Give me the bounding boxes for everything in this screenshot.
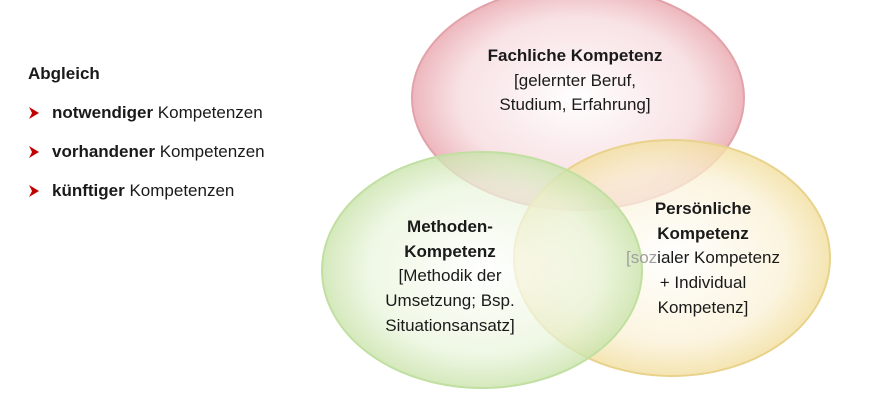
list-item-text: Kompetenzen: [153, 103, 263, 122]
list-item: notwendiger Kompetenzen: [28, 104, 328, 121]
arrow-bullet-icon: [29, 145, 39, 158]
methoden-title-line2: Kompetenz: [404, 241, 496, 261]
arrow-bullet-icon: [29, 184, 39, 197]
list-item: künftiger Kompetenzen: [28, 182, 328, 199]
circle-methoden: [321, 151, 643, 389]
persoenliche-line3: Kompetenz]: [657, 297, 749, 317]
label-fachliche: Fachliche Kompetenz [gelernter Beruf, St…: [445, 44, 705, 118]
fachliche-title: Fachliche Kompetenz: [487, 46, 663, 65]
persoenliche-line2: + Individual: [659, 272, 747, 292]
list-item-text: Kompetenzen: [124, 181, 235, 200]
persoenliche-title-line1: Persönliche: [654, 199, 752, 218]
persoenliche-line1: [sozialer Kompetenz: [588, 246, 818, 271]
methoden-title-line1: Methoden-: [407, 217, 493, 236]
persoenliche-title-line2: Kompetenz: [657, 223, 749, 243]
list-item-text: Kompetenzen: [154, 142, 265, 161]
methoden-line1: [Methodik der: [398, 266, 502, 286]
left-list: Abgleich notwendiger Kompetenzen vorhand…: [28, 64, 328, 221]
list-item-strong: künftiger: [52, 181, 125, 200]
fachliche-line1: [gelernter Beruf,: [514, 70, 636, 90]
persoenliche-line1-faded: [soz: [625, 248, 658, 268]
list-item: vorhandener Kompetenzen: [28, 143, 328, 160]
label-persoenliche: Persönliche Kompetenz [sozialer Kompeten…: [588, 197, 818, 320]
list-item-strong: notwendiger: [52, 103, 154, 122]
arrow-bullet-icon: [29, 106, 39, 119]
list-title: Abgleich: [28, 64, 100, 83]
fachliche-line2: Studium, Erfahrung]: [499, 95, 651, 115]
methoden-line2: Umsetzung; Bsp.: [385, 290, 515, 310]
methoden-line3: Situationsansatz]: [385, 315, 515, 335]
label-methoden: Methoden- Kompetenz [Methodik der Umsetz…: [335, 215, 565, 338]
list-item-strong: vorhandener: [52, 142, 155, 161]
persoenliche-line1-rest: ialer Kompetenz: [657, 248, 781, 268]
